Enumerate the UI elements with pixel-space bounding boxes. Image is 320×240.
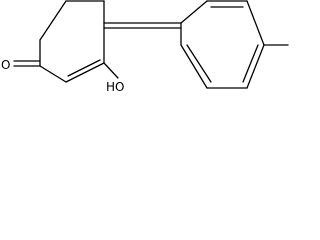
aryl-bond-para-meta-bottom <box>246 44 265 89</box>
aryl-bond-meta-para-top <box>246 0 265 46</box>
aryl-double-bond-left <box>186 44 212 83</box>
hydroxyl-bond <box>103 62 119 79</box>
carbonyl-oxygen-label: O <box>1 58 10 72</box>
ring-double-bond-c4-c3 <box>67 59 101 77</box>
aryl-bond-ortho-ipso-bottom <box>180 44 208 89</box>
molecule-structure: O HO <box>1 0 289 93</box>
molecule-canvas: O HO <box>0 0 289 93</box>
hydroxyl-label: HO <box>106 80 124 93</box>
ring-bond-c5-c4 <box>39 65 67 83</box>
ring-bond-c1-c6 <box>39 0 67 41</box>
aryl-double-bond-right <box>242 44 259 83</box>
ring-bond-c4-c3 <box>65 62 105 83</box>
aryl-bond-ipso-ortho-top <box>180 0 208 24</box>
